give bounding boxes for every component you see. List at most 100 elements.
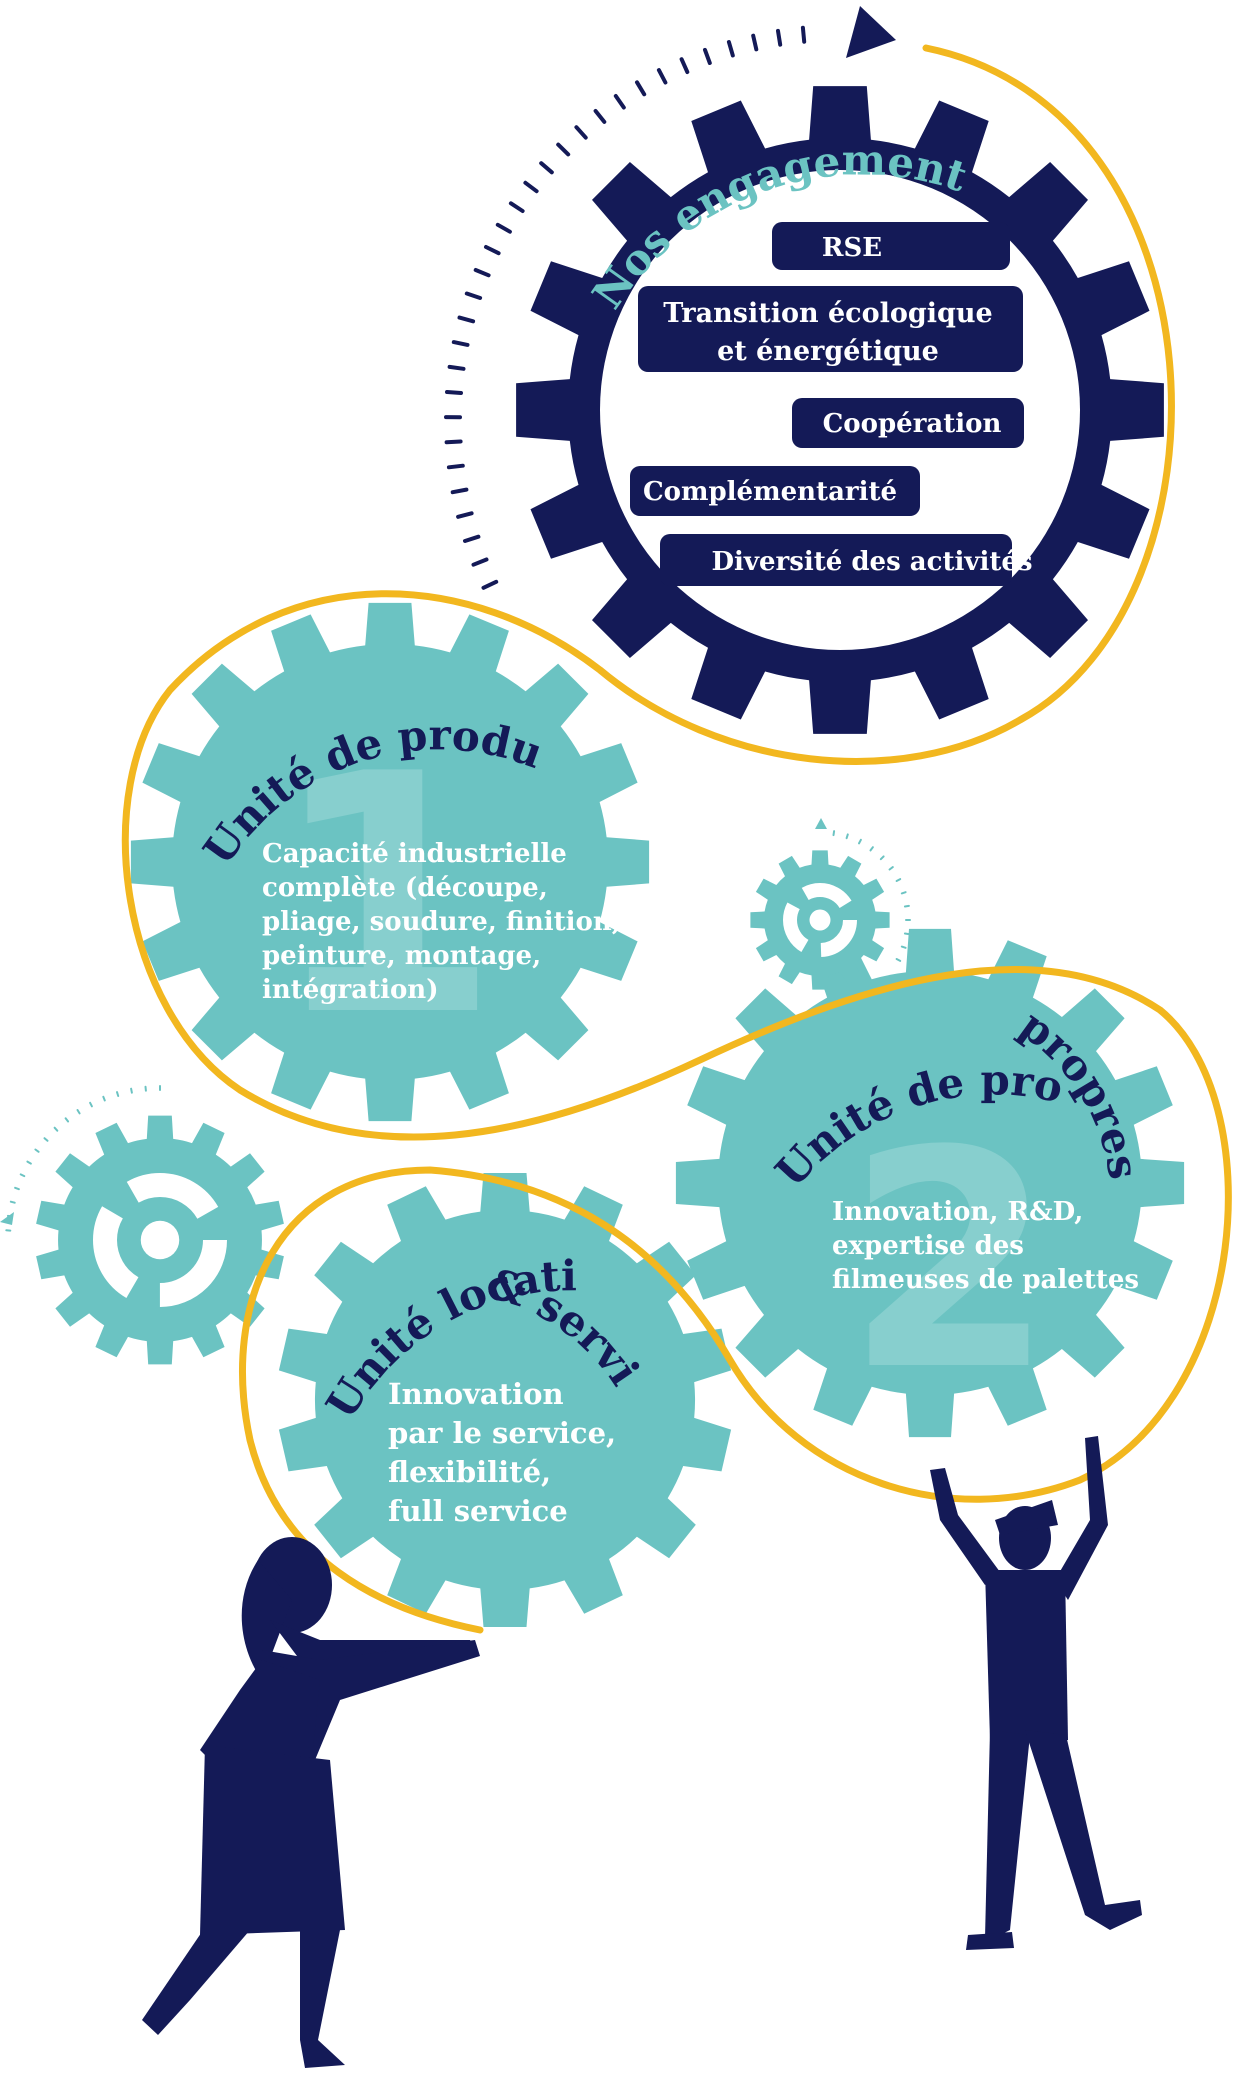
dotted-arc-tick [481, 579, 499, 590]
dotted-arc-tick [130, 1087, 133, 1094]
dotted-arc-tick [900, 945, 907, 949]
svg-text:Innovation: Innovation [388, 1377, 564, 1411]
svg-text:RSE: RSE [822, 233, 882, 263]
svg-text:Coopération: Coopération [823, 409, 1002, 439]
dotted-arc-tick [464, 291, 483, 300]
dotted-arc-tick [53, 1126, 59, 1132]
dotted-arc-tick [858, 838, 862, 845]
commitment-item-complementarity: Complémentarité [630, 466, 920, 516]
dotted-arc-tick [832, 830, 836, 837]
gear-emblem-ring [93, 1173, 227, 1307]
svg-text:expertise des: expertise des [832, 1231, 1024, 1261]
dotted-arc-tick [19, 1173, 26, 1178]
gear-body [130, 602, 650, 1122]
svg-text:Capacité industrielle: Capacité industrielle [262, 839, 567, 869]
gear-emblem-ring [783, 883, 857, 957]
dotted-arc-tick [444, 439, 463, 445]
svg-text:pliage, soudure, finition,: pliage, soudure, finition, [262, 907, 621, 937]
commitment-item-transition: Transition écologique et énergétique [638, 286, 1023, 372]
commitment-item-rse: RSE [772, 222, 1010, 270]
dotted-arc-tick [102, 1095, 106, 1102]
svg-text:par le service,: par le service, [388, 1416, 616, 1450]
dotted-arc-tick [656, 68, 668, 85]
svg-text:flexibilité,: flexibilité, [388, 1455, 551, 1489]
dotted-arc-tick [76, 1109, 81, 1115]
dotted-arc-tick [463, 534, 481, 543]
small-dotted-arc-right [832, 830, 911, 962]
dotted-arc-tick [26, 1160, 32, 1165]
svg-text:Diversité des activités: Diversité des activités [711, 547, 1032, 577]
dotted-arc-tick [879, 855, 885, 861]
rotation-dotted-arc [444, 25, 807, 590]
dotted-arc-tick [895, 878, 902, 882]
svg-text:peinture, montage,: peinture, montage, [262, 941, 541, 971]
gear-icon [675, 928, 1185, 1438]
dotted-arc-tick [703, 47, 712, 65]
dotted-arc-tick [726, 40, 735, 58]
dotted-arc-tick [613, 94, 626, 110]
svg-text:complète (découpe,: complète (découpe, [262, 873, 548, 903]
commitment-item-cooperation: Coopération [792, 398, 1024, 448]
dotted-arc-tick [776, 28, 783, 47]
dotted-arc-tick [895, 958, 902, 962]
gear-icon [36, 1115, 284, 1365]
commitments-list: RSE Transition écologique et énergétique… [630, 222, 1033, 586]
dotted-arc-tick [800, 25, 807, 44]
dotted-arc-tick [556, 142, 571, 157]
dotted-arc-tick [89, 1101, 93, 1108]
commitment-item-diversity: Diversité des activités [660, 534, 1033, 586]
dotted-arc-tick [869, 846, 874, 852]
dotted-arc-tick [900, 891, 907, 895]
dotted-arc-tick [447, 364, 466, 371]
dotted-arc-tick [116, 1091, 120, 1097]
dotted-arc-tick [9, 1200, 16, 1204]
gear-body [278, 1173, 732, 1627]
unit-number-1: 1 [270, 704, 500, 1088]
gear-emblem-center [809, 909, 831, 931]
dotted-arc-tick [451, 340, 470, 347]
dotted-arc-tick [14, 1186, 20, 1191]
woman-silhouette-icon [142, 1537, 480, 2068]
svg-text:full service: full service [388, 1494, 568, 1528]
svg-text:intégration): intégration) [262, 975, 439, 1005]
dotted-arc-tick [473, 268, 491, 278]
dotted-arc-tick [593, 109, 607, 124]
dotted-arc-tick [845, 833, 849, 840]
gear-icon [130, 602, 650, 1122]
connection-path [121, 44, 1232, 1634]
rental-description: Innovation par le service, flexibilité, … [388, 1377, 616, 1528]
gear-icon [750, 850, 890, 990]
dotted-arc-tick [43, 1137, 49, 1142]
man-silhouette-icon [930, 1436, 1142, 1950]
dotted-arc-tick [888, 866, 894, 871]
gear-emblem-center [140, 1220, 180, 1260]
arrow-head-icon [846, 6, 896, 58]
dotted-arc-tick [539, 161, 554, 175]
dotted-arc-tick [457, 315, 476, 324]
dotted-arc-tick [635, 80, 647, 97]
dotted-arc-tick [751, 33, 759, 52]
unit-number-2: 2 [846, 1087, 1055, 1436]
dotted-arc-tick [523, 180, 539, 194]
production-description: Capacité industrielle complète (découpe,… [262, 839, 621, 1005]
small-arrow-right-icon [815, 818, 827, 829]
svg-text:et énergétique: et énergétique [717, 336, 939, 367]
svg-text:filmeuses de palettes: filmeuses de palettes [832, 1265, 1139, 1295]
svg-text:Transition écologique: Transition écologique [663, 298, 992, 329]
dotted-arc-tick [446, 463, 465, 470]
dotted-arc-tick [679, 57, 690, 74]
dotted-arc-tick [34, 1148, 40, 1153]
svg-text:Complémentarité: Complémentarité [643, 477, 897, 507]
dotted-arc-tick [903, 904, 910, 908]
products-description: Innovation, R&D, expertise des filmeuses… [832, 1197, 1139, 1295]
dotted-arc-tick [64, 1117, 70, 1123]
dotted-arc-tick [445, 390, 463, 395]
svg-text:Innovation, R&D,: Innovation, R&D, [832, 1197, 1083, 1227]
gear-body [675, 928, 1185, 1438]
dotted-arc-tick [495, 222, 512, 234]
small-arrow-left-icon [0, 1212, 14, 1225]
dotted-arc-tick [574, 125, 588, 140]
gear-icon [278, 1173, 732, 1627]
dotted-arc-tick [903, 932, 910, 936]
